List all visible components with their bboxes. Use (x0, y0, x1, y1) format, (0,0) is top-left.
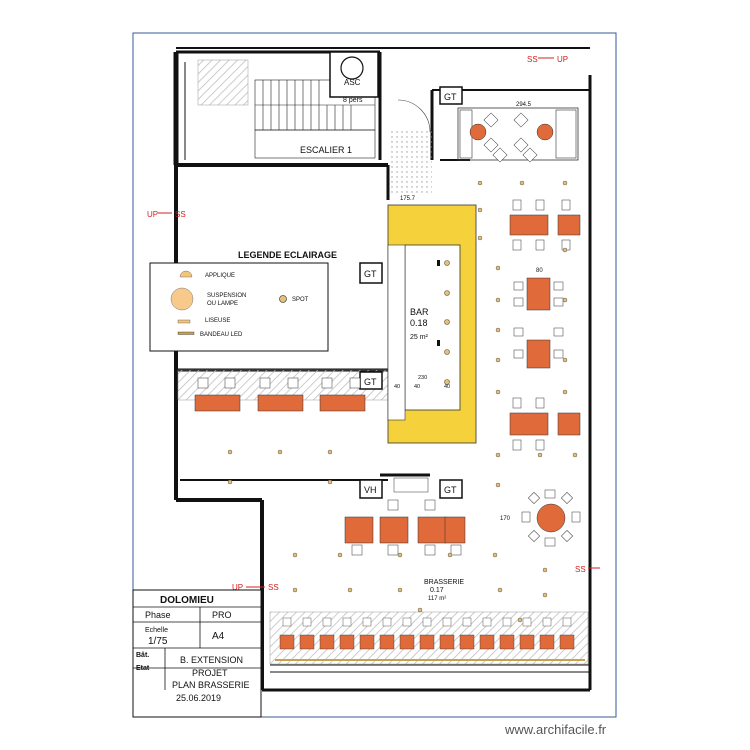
brasserie-area: 117 m² (428, 596, 446, 602)
svg-text:230: 230 (418, 375, 427, 381)
legend-suspension-2: OU LAMPE (207, 301, 238, 307)
svg-text:SS: SS (575, 565, 586, 574)
echelle-label: Echelle (145, 627, 168, 634)
stools-bar-front (393, 477, 429, 493)
door-swing (397, 99, 431, 133)
entrance-floor (390, 130, 432, 195)
svg-text:40: 40 (394, 384, 400, 390)
gt-tag-center: GT (439, 479, 463, 499)
central-tables (344, 516, 466, 544)
legend-title: LEGENDE ECLAIRAGE (238, 250, 337, 260)
phase-label: Phase (145, 610, 171, 620)
bat-value: B. EXTENSION (180, 655, 243, 665)
right-tables (509, 214, 581, 436)
elevator-capacity: 8 pers (343, 97, 363, 104)
format-value: A4 (212, 631, 225, 642)
elevator: ASC 8 pers (329, 51, 379, 104)
svg-text:UP: UP (557, 55, 568, 64)
central-chairs (351, 499, 462, 556)
legend-liseuse: LISEUSE (205, 318, 230, 324)
svg-text:UP: UP (147, 210, 158, 219)
ss-up-markers: SS UP UP SS UP SS SS (147, 55, 586, 592)
dim-80: 80 (536, 268, 543, 274)
svg-text:GT: GT (444, 92, 457, 102)
applique-icon (179, 270, 193, 278)
bar-fixtures (437, 260, 440, 346)
left-strip-tables (194, 394, 366, 412)
bar-front-dims: 40 40 40 230 (394, 375, 450, 390)
project-name: DOLOMIEU (160, 595, 214, 606)
brasserie-name: BRASSERIE (424, 579, 464, 586)
etat-line2: PLAN BRASSERIE (172, 680, 250, 690)
svg-text:UP: UP (232, 583, 243, 592)
elevator-label: ASC (344, 78, 361, 87)
gt-tag-left: GT (359, 371, 383, 390)
lounge-tables (469, 123, 554, 141)
round-table-chairs (521, 489, 581, 547)
svg-text:GT: GT (364, 269, 377, 279)
bar-spots (444, 260, 450, 385)
bar-number: 0.18 (410, 318, 428, 328)
date-value: 25.06.2019 (176, 693, 221, 703)
dim-2945: 294.5 (516, 102, 532, 108)
left-strip-chairs (197, 377, 361, 389)
svg-text:SS: SS (175, 210, 186, 219)
phase-value: PRO (212, 610, 232, 620)
ss-arrows (158, 57, 600, 588)
bar-name: BAR (410, 307, 429, 317)
dim-170: 170 (500, 516, 511, 522)
svg-text:40: 40 (414, 384, 420, 390)
lounge-stools (483, 112, 538, 163)
brasserie-number: 0.17 (430, 587, 444, 594)
bar-counter-inner (404, 244, 461, 411)
ceiling-spots (227, 180, 578, 623)
legend-suspension-1: SUSPENSION (207, 293, 246, 299)
liseuse-icon (177, 319, 191, 324)
dim-1757: 175.7 (400, 196, 416, 202)
bandeau-icon (177, 331, 195, 335)
bar-gap (387, 244, 406, 421)
title-block: DOLOMIEU Phase PRO Echelle 1/75 A4 Bât. … (132, 589, 262, 718)
etat-line1: PROJET (192, 668, 228, 678)
etat-label: Etat (136, 665, 150, 672)
bar-area: 25 m² (410, 334, 429, 341)
hatched-wall-stairs (197, 59, 249, 106)
banquette-chairs (282, 617, 572, 627)
legend-bandeau: BANDEAU LED (200, 332, 243, 338)
gt-tag-bar: GT (359, 262, 383, 284)
svg-text:VH: VH (364, 485, 377, 495)
staircase (254, 79, 376, 159)
bat-label: Bât. (136, 652, 149, 659)
staircase-label: ESCALIER 1 (300, 145, 352, 155)
vh-tag: VH (359, 479, 383, 499)
svg-text:GT: GT (444, 485, 457, 495)
svg-text:GT: GT (364, 377, 377, 387)
svg-text:SS: SS (527, 55, 538, 64)
round-table (536, 503, 566, 533)
watermark: www.archifacile.fr (505, 722, 607, 737)
legend-spot: SPOT (292, 297, 309, 303)
echelle-value: 1/75 (148, 636, 168, 647)
suspension-icon (170, 287, 194, 311)
svg-text:SS: SS (268, 583, 279, 592)
spot-icon (279, 295, 287, 303)
right-chairs (512, 199, 571, 451)
bench-right (555, 109, 577, 159)
gt-tag-top: GT (439, 86, 463, 105)
banquette-tables (279, 634, 575, 650)
svg-text:40: 40 (444, 384, 450, 390)
lounge-area (457, 107, 579, 161)
legend-applique: APPLIQUE (205, 273, 235, 279)
